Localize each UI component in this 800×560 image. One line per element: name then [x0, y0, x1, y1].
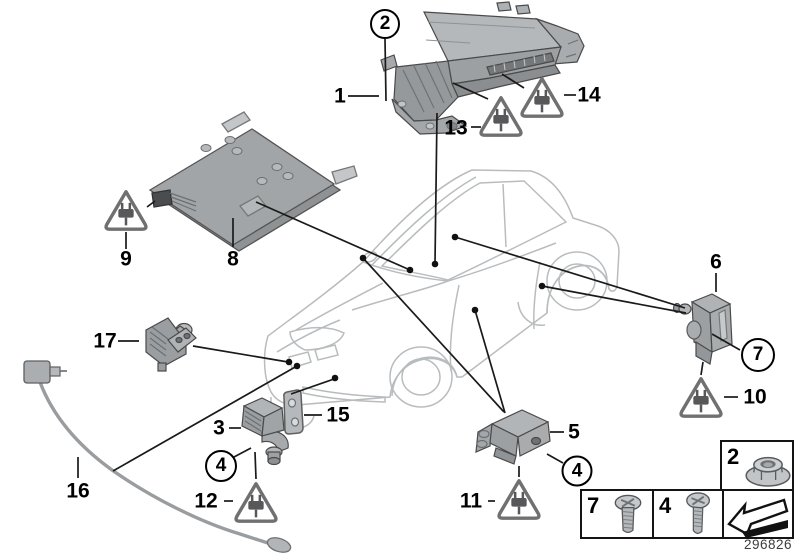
callout-16[interactable]: 16 — [66, 479, 90, 503]
warning-triangle-10 — [679, 377, 723, 418]
pan-screw-cell-label: 4 — [659, 493, 672, 518]
callout-10[interactable]: 10 — [743, 385, 767, 409]
callout-11[interactable]: 11 — [459, 489, 483, 513]
flat-screw-icon — [614, 494, 642, 534]
callout-5[interactable]: 5 — [568, 420, 580, 444]
mat-connector — [151, 189, 197, 212]
sensor-6-drawing[interactable] — [672, 293, 733, 365]
pan-screw-icon — [686, 492, 710, 534]
callout-6[interactable]: 6 — [710, 250, 722, 274]
callout-3[interactable]: 3 — [213, 416, 225, 440]
circled-callout-4-rear[interactable]: 4 — [561, 455, 593, 487]
seat-mat-drawing[interactable] — [148, 111, 358, 252]
warning-triangle-12 — [234, 482, 278, 523]
car-outline-drawing — [263, 169, 620, 429]
direction-arrow-cell — [722, 489, 794, 539]
nut-cell[interactable]: 2 — [720, 440, 794, 492]
callout-14[interactable]: 14 — [577, 83, 601, 107]
callout-8[interactable]: 8 — [227, 247, 239, 271]
cable-16-drawing[interactable] — [23, 360, 292, 555]
sensor-5-drawing[interactable] — [475, 409, 551, 465]
circled-callout-4-front[interactable]: 4 — [205, 450, 237, 482]
circled-callout-2[interactable]: 2 — [370, 9, 400, 39]
nut-cell-label: 2 — [727, 444, 740, 469]
sensor-3-drawing[interactable] — [241, 397, 289, 466]
callout-12[interactable]: 12 — [194, 489, 218, 513]
warning-triangle-9 — [104, 190, 148, 231]
flange-nut-icon — [745, 456, 791, 487]
flat-screw-cell-label: 7 — [587, 493, 600, 518]
flat-screw-cell[interactable]: 7 — [580, 489, 654, 539]
warning-triangle-11 — [497, 479, 541, 520]
pan-screw-cell[interactable]: 4 — [652, 489, 724, 539]
bracket-15-drawing[interactable] — [283, 389, 304, 435]
warning-triangle-13 — [479, 96, 523, 137]
callout-17[interactable]: 17 — [93, 329, 117, 353]
callout-9[interactable]: 9 — [120, 247, 132, 271]
warning-triangle-14 — [520, 77, 564, 118]
leader-lines — [77, 38, 741, 502]
direction-of-travel-arrow-icon — [727, 498, 789, 538]
circled-callout-7[interactable]: 7 — [741, 338, 775, 372]
sensor-17-drawing[interactable] — [145, 317, 197, 372]
callout-15[interactable]: 15 — [326, 403, 350, 427]
callout-dots — [285, 233, 546, 382]
callout-13[interactable]: 13 — [444, 116, 468, 140]
callout-1[interactable]: 1 — [334, 84, 346, 108]
drawing-number: 296826 — [743, 537, 792, 552]
